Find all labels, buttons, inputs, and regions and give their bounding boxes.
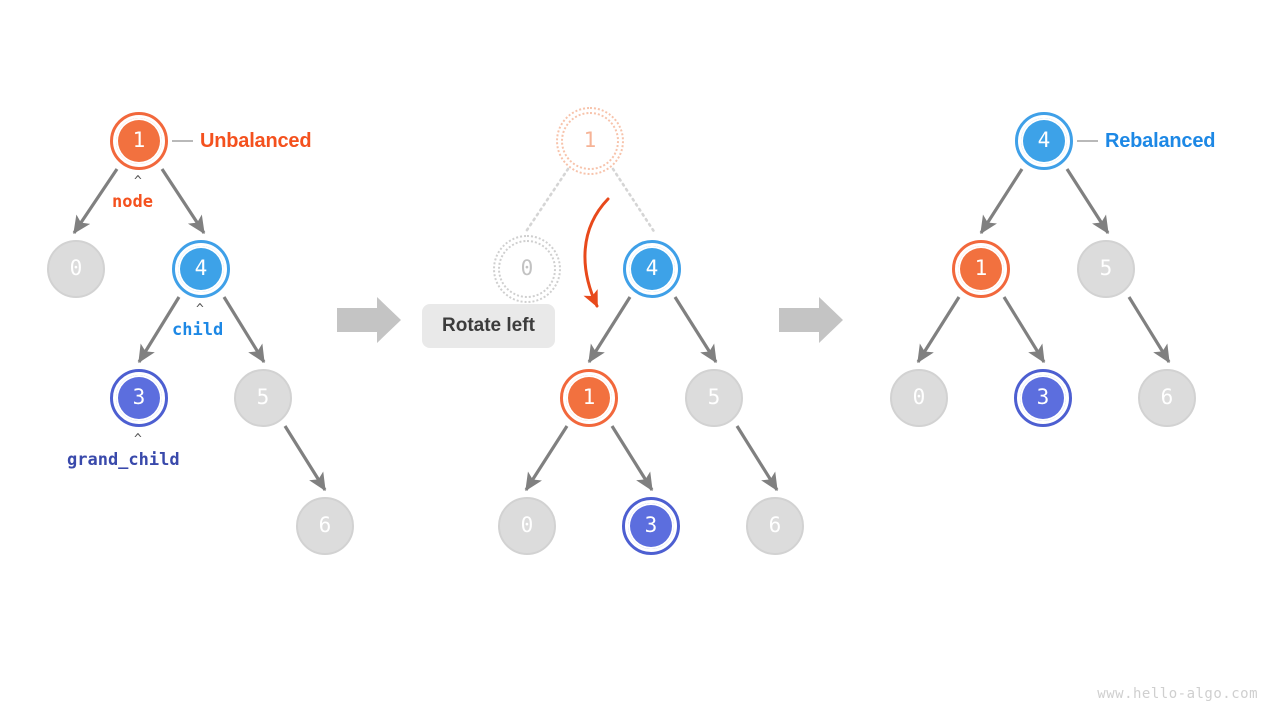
node-value: 0	[912, 384, 926, 409]
node-middle-4[interactable]: 4	[623, 240, 681, 298]
node-value: 4	[1037, 127, 1051, 152]
node-value: 5	[1099, 255, 1113, 280]
node-left-0[interactable]: 0	[47, 240, 105, 298]
node-value: 0	[520, 512, 534, 537]
edge-l1-l0	[72, 168, 119, 235]
node-value: 1	[132, 127, 146, 152]
node-value: 1	[582, 384, 596, 409]
edge-r1-r0	[916, 296, 961, 364]
node-middle-3[interactable]: 3	[622, 497, 680, 555]
node-left-5[interactable]: 5	[234, 369, 292, 427]
node-left-6[interactable]: 6	[296, 497, 354, 555]
edge-m4-m5	[673, 296, 718, 364]
ghost-edge-1-4	[611, 167, 657, 235]
node-right-1[interactable]: 1	[952, 240, 1010, 298]
edge-l5-l6	[283, 425, 327, 492]
annotation-grand-child: grand_child	[67, 450, 180, 470]
node-middle-ghost-0: 0	[493, 235, 561, 303]
caret-grand-child: ^	[134, 432, 142, 447]
edge-m4-m1	[587, 296, 632, 364]
node-value: 1	[974, 255, 988, 280]
label-rebalanced: Rebalanced	[1105, 130, 1216, 152]
node-right-3[interactable]: 3	[1014, 369, 1072, 427]
node-value: 0	[520, 255, 534, 280]
rotate-left-label: Rotate left	[422, 304, 555, 348]
edge-r1-r3	[1002, 296, 1046, 364]
edge-l1-l4	[160, 168, 206, 235]
edge-l4-l5	[222, 296, 266, 364]
node-value: 3	[1036, 384, 1050, 409]
node-value: 3	[644, 512, 658, 537]
node-left-3[interactable]: 3	[110, 369, 168, 427]
ghost-edge-1-0	[523, 167, 570, 235]
label-unbalanced: Unbalanced	[200, 130, 312, 152]
node-value: 5	[256, 384, 270, 409]
edge-m1-m0	[524, 425, 569, 492]
node-value: 5	[707, 384, 721, 409]
node-right-5[interactable]: 5	[1077, 240, 1135, 298]
node-left-1[interactable]: 1	[110, 112, 168, 170]
node-right-4[interactable]: 4	[1015, 112, 1073, 170]
rotate-left-arc	[583, 197, 610, 308]
edge-m1-m3	[610, 425, 654, 492]
edge-r4-r1	[979, 168, 1024, 235]
node-value: 6	[318, 512, 332, 537]
annotation-child: child	[172, 320, 224, 340]
node-left-4[interactable]: 4	[172, 240, 230, 298]
node-value: 6	[768, 512, 782, 537]
edge-m5-m6	[735, 425, 779, 492]
node-value: 3	[132, 384, 146, 409]
edge-r5-r6	[1127, 296, 1171, 364]
node-right-6[interactable]: 6	[1138, 369, 1196, 427]
caret-child: ^	[196, 302, 204, 317]
caret-node: ^	[134, 174, 142, 189]
node-middle-6[interactable]: 6	[746, 497, 804, 555]
node-middle-1[interactable]: 1	[560, 369, 618, 427]
node-value: 4	[194, 255, 208, 280]
annotation-node: node	[112, 192, 153, 212]
node-middle-0[interactable]: 0	[498, 497, 556, 555]
node-value: 4	[645, 255, 659, 280]
node-middle-5[interactable]: 5	[685, 369, 743, 427]
watermark: www.hello-algo.com	[1097, 686, 1258, 702]
node-value: 0	[69, 255, 83, 280]
node-right-0[interactable]: 0	[890, 369, 948, 427]
node-value: 1	[583, 127, 597, 152]
node-middle-ghost-1: 1	[556, 107, 624, 175]
node-value: 6	[1160, 384, 1174, 409]
edge-r4-r5	[1065, 168, 1110, 235]
arrow-left-to-middle	[337, 297, 401, 343]
arrow-middle-to-right	[779, 297, 843, 343]
